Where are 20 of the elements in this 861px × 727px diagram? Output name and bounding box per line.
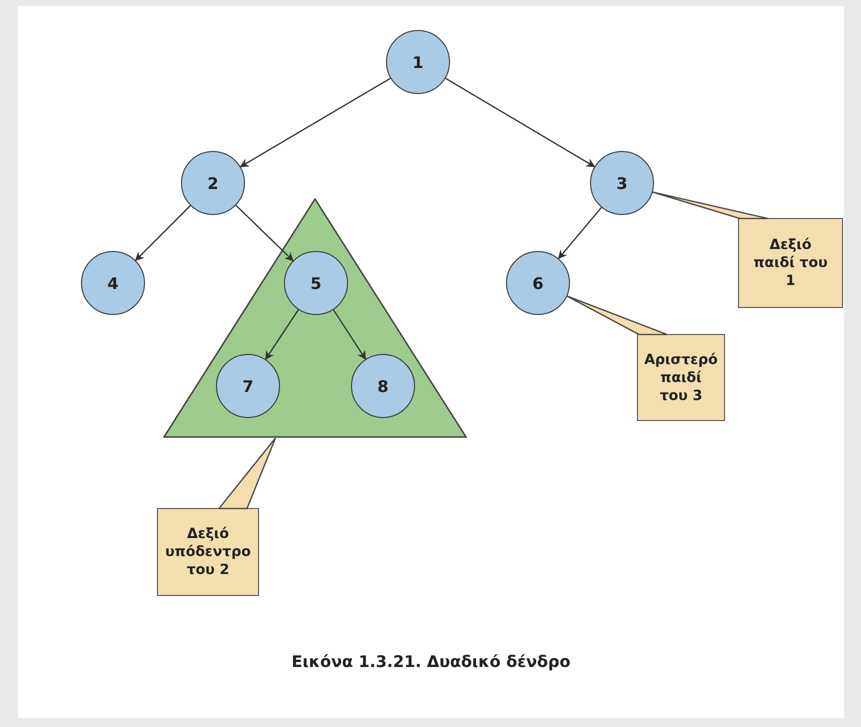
- tree-node-circle: 2: [181, 151, 245, 215]
- arrow: [236, 204, 294, 262]
- arrow: [240, 78, 391, 168]
- tree-node-circle: 1: [386, 30, 450, 94]
- subtree-triangle: [163, 198, 467, 438]
- tree-node-circle: 6: [506, 251, 570, 315]
- callout-box: Δεξιό υπόδεντρο του 2: [157, 508, 259, 596]
- arrow: [135, 205, 191, 261]
- arrow: [265, 309, 299, 360]
- callout-pointer: [218, 437, 276, 510]
- tree-node-circle: 3: [590, 151, 654, 215]
- figure-caption: Εικόνα 1.3.21. Δυαδικό δένδρο: [292, 652, 570, 671]
- callout-box: Δεξιό παιδί του 1: [738, 218, 843, 308]
- callout-pointer: [566, 296, 668, 336]
- callout-box: Αριστερό παιδί του 3: [637, 334, 725, 421]
- arrow: [332, 309, 366, 360]
- tree-node-circle: 4: [81, 251, 145, 315]
- arrow: [445, 78, 596, 168]
- callout-pointer: [652, 191, 769, 220]
- arrow: [558, 207, 602, 260]
